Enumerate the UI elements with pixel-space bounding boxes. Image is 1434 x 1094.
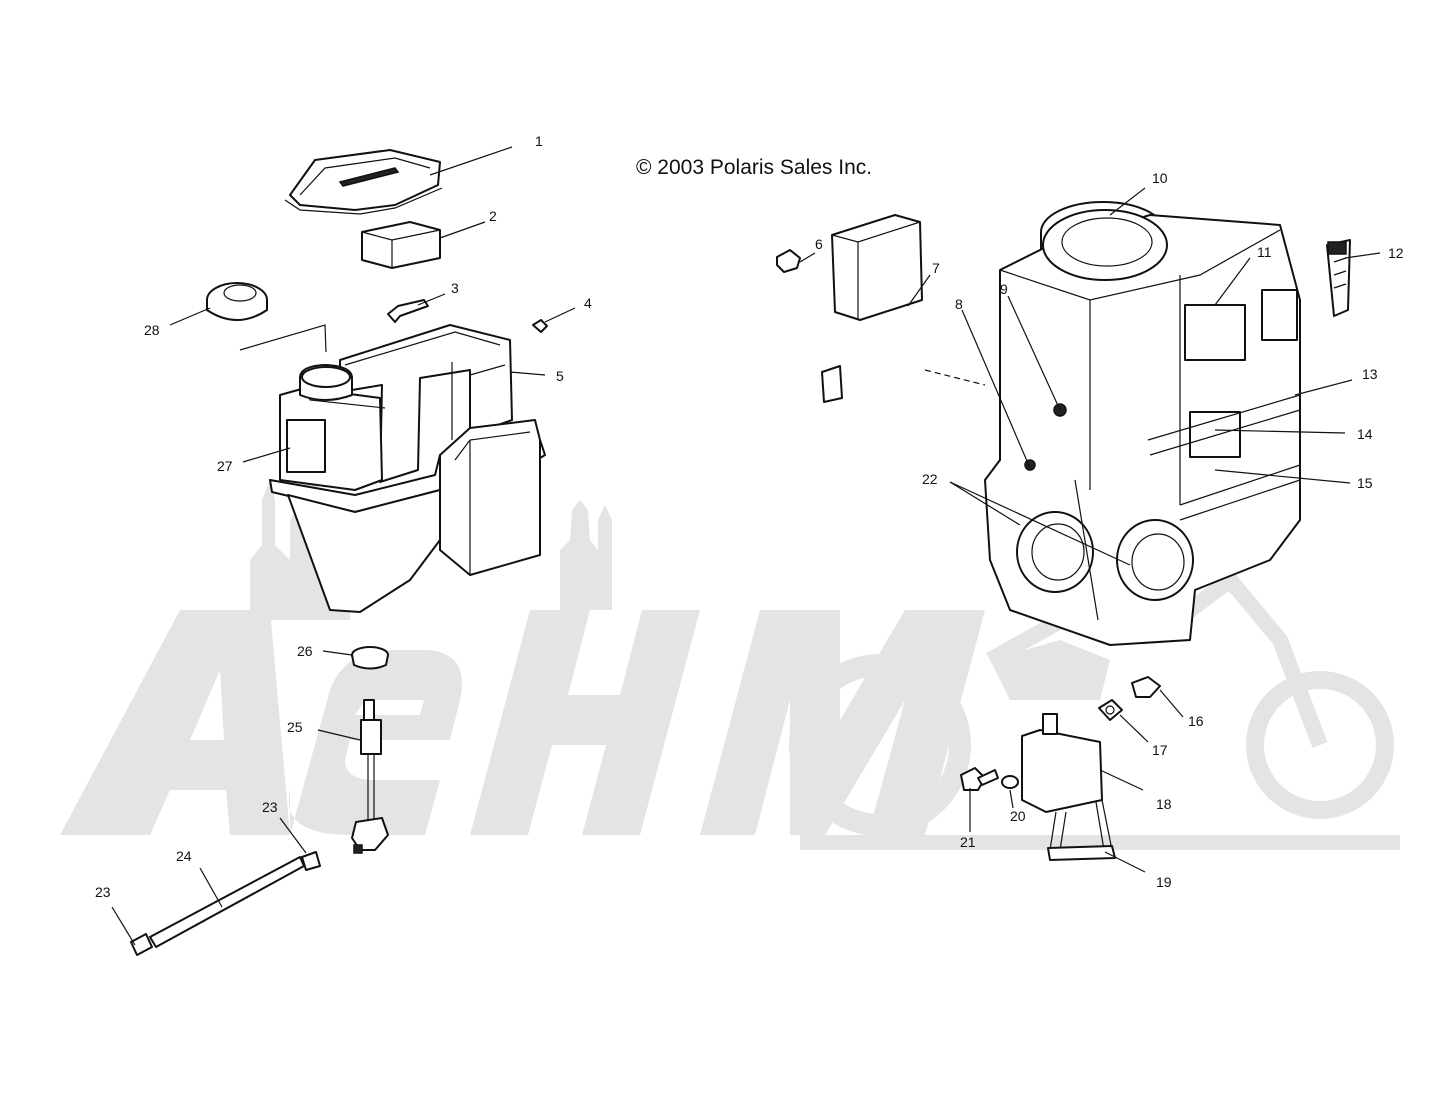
callout-22: 22 [922,471,938,487]
part-3-bolt [387,299,429,323]
callout-21: 21 [960,834,976,850]
part-23-clamp [130,851,321,956]
callout-4: 4 [584,295,592,311]
callout-16: 16 [1188,713,1204,729]
part-19-strap [1047,799,1116,861]
callout-19: 19 [1156,874,1172,890]
callout-20: 20 [1010,808,1026,824]
part-12-clip [1326,239,1351,317]
part-7-control-module [821,214,986,403]
callout-18: 18 [1156,796,1172,812]
part-1-tray-lid [284,149,443,215]
callout-7: 7 [932,260,940,276]
copyright-notice: © 2003 Polaris Sales Inc. [636,156,873,179]
callout-9: 9 [1000,281,1008,297]
callout-23-upper: 23 [262,799,278,815]
part-21-bolt [960,767,999,791]
callout-11: 11 [1257,244,1272,260]
part-26-grommet [351,646,389,670]
callout-25: 25 [287,719,303,735]
part-airbox-housing [984,209,1301,646]
callout-26: 26 [297,643,313,659]
callout-13: 13 [1362,366,1378,382]
callout-28: 28 [144,322,160,338]
callout-10: 10 [1152,170,1168,186]
part-20-washer [1001,775,1019,789]
callout-numbers: 1 2 3 4 5 6 7 8 9 10 11 12 13 14 15 16 1… [95,133,1404,900]
part-24-hose [149,856,305,948]
callout-14: 14 [1357,426,1373,442]
callout-23-lower: 23 [95,884,111,900]
part-4-nut [532,319,548,333]
callout-12: 12 [1388,245,1404,261]
part-5-battery-tray [339,324,513,483]
callout-5: 5 [556,368,564,384]
callout-6: 6 [815,236,823,252]
part-25-level-sensor [351,699,389,854]
part-27-oil-tank [269,364,546,613]
part-17-nut [1098,699,1123,721]
callout-8: 8 [955,296,963,312]
part-18-bracket [1021,713,1103,813]
leader-lines [111,146,1381,946]
callout-24: 24 [176,848,192,864]
callout-3: 3 [451,280,459,296]
part-2-pad [361,221,441,269]
part-6-screw [776,249,801,273]
callout-1: 1 [535,133,543,149]
callout-2: 2 [489,208,497,224]
part-28-filler-cap [206,282,327,353]
callout-17: 17 [1152,742,1168,758]
callout-15: 15 [1357,475,1373,491]
part-16-screw [1131,676,1161,698]
callout-27: 27 [217,458,233,474]
